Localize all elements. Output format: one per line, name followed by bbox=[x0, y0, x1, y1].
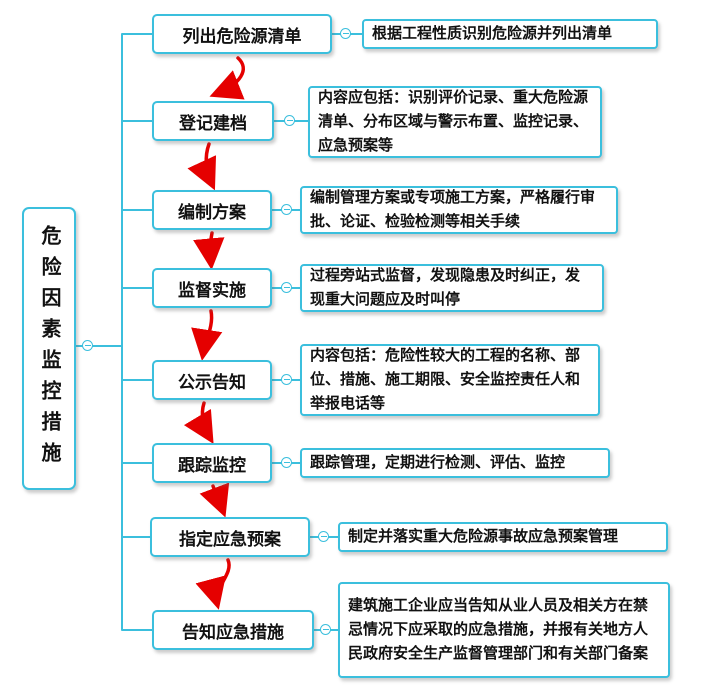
detail-text: 过程旁站式监督，发现隐患及时纠正，发现重大问题应及时叫停 bbox=[310, 267, 581, 308]
arrow-2-3 bbox=[187, 142, 217, 191]
arrow-3-4 bbox=[193, 231, 225, 270]
arrow-7-8 bbox=[195, 558, 231, 610]
root-node[interactable]: 危险因素监控措施 bbox=[22, 207, 76, 490]
detail-node-register-file[interactable]: 内容应包括：识别评价记录、重大危险源清单、分布区域与警示布置、监控记录、应急预案… bbox=[308, 86, 602, 158]
detail-text: 内容应包括：识别评价记录、重大危险源清单、分布区域与警示布置、监控记录、应急预案… bbox=[318, 89, 589, 154]
detail-text: 根据工程性质识别危险源并列出清单 bbox=[372, 25, 613, 42]
arrow-4-5 bbox=[191, 309, 223, 361]
collapse-icon-6[interactable] bbox=[281, 457, 292, 468]
topic-label: 指定应急预案 bbox=[179, 529, 281, 549]
collapse-icon-1[interactable] bbox=[340, 28, 351, 39]
detail-text: 建筑施工企业应当告知从业人员及相关方在禁忌情况下应采取的应急措施，并报有关地方人… bbox=[348, 597, 649, 662]
topic-node-list-hazards[interactable]: 列出危险源清单 bbox=[152, 14, 332, 54]
topic-label: 登记建档 bbox=[179, 113, 247, 133]
topic-node-supervise[interactable]: 监督实施 bbox=[152, 268, 272, 308]
collapse-icon-8[interactable] bbox=[320, 624, 331, 635]
topic-node-track-monitor[interactable]: 跟踪监控 bbox=[152, 443, 272, 483]
topic-label: 跟踪监控 bbox=[178, 455, 246, 475]
detail-node-emergency-plan[interactable]: 制定并落实重大危险源事故应急预案管理 bbox=[338, 522, 668, 552]
topic-node-prepare-plan[interactable]: 编制方案 bbox=[152, 190, 272, 230]
topic-node-inform-measures[interactable]: 告知应急措施 bbox=[152, 610, 314, 650]
collapse-icon-3[interactable] bbox=[281, 204, 292, 215]
arrow-1-2 bbox=[209, 56, 245, 100]
detail-node-prepare-plan[interactable]: 编制管理方案或专项施工方案，严格履行审批、论证、检验检测等相关手续 bbox=[300, 186, 618, 234]
detail-text: 跟踪管理，定期进行检测、评估、监控 bbox=[310, 454, 566, 471]
topic-label: 列出危险源清单 bbox=[182, 26, 302, 46]
topic-label: 监督实施 bbox=[178, 280, 246, 300]
collapse-icon-7[interactable] bbox=[318, 531, 329, 542]
detail-node-inform-measures[interactable]: 建筑施工企业应当告知从业人员及相关方在禁忌情况下应采取的应急措施，并报有关地方人… bbox=[338, 582, 670, 678]
detail-node-supervise[interactable]: 过程旁站式监督，发现隐患及时纠正，发现重大问题应及时叫停 bbox=[300, 264, 604, 312]
collapse-icon-5[interactable] bbox=[281, 374, 292, 385]
root-node-label: 危险因素监控措施 bbox=[38, 224, 60, 473]
topic-node-public-notice[interactable]: 公示告知 bbox=[152, 360, 272, 400]
detail-text: 制定并落实重大危险源事故应急预案管理 bbox=[348, 528, 619, 545]
topic-node-emergency-plan[interactable]: 指定应急预案 bbox=[150, 517, 310, 557]
detail-text: 内容包括：危险性较大的工程的名称、部位、措施、施工期限、安全监控责任人和举报电话… bbox=[310, 347, 581, 412]
detail-text: 编制管理方案或专项施工方案，严格履行审批、论证、检验检测等相关手续 bbox=[310, 189, 596, 230]
arrow-5-6 bbox=[183, 401, 214, 445]
collapse-icon-4[interactable] bbox=[281, 282, 292, 293]
collapse-icon-root[interactable] bbox=[82, 340, 93, 351]
detail-node-public-notice[interactable]: 内容包括：危险性较大的工程的名称、部位、措施、施工期限、安全监控责任人和举报电话… bbox=[300, 344, 600, 416]
topic-label: 公示告知 bbox=[178, 372, 246, 392]
topic-label: 编制方案 bbox=[178, 202, 246, 222]
detail-node-list-hazards[interactable]: 根据工程性质识别危险源并列出清单 bbox=[362, 19, 658, 49]
detail-node-track-monitor[interactable]: 跟踪管理，定期进行检测、评估、监控 bbox=[300, 448, 610, 478]
arrow-6-7 bbox=[199, 482, 230, 518]
topic-node-register-file[interactable]: 登记建档 bbox=[152, 101, 274, 141]
topic-label: 告知应急措施 bbox=[182, 622, 284, 642]
collapse-icon-2[interactable] bbox=[284, 115, 295, 126]
